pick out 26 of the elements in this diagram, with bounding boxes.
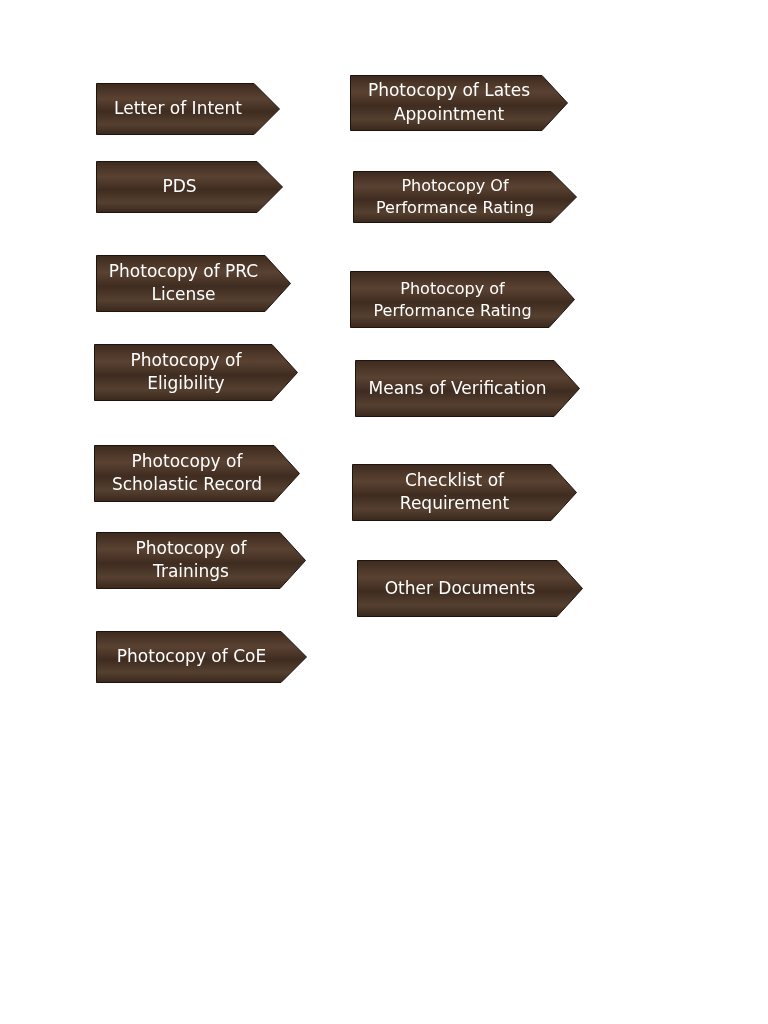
tag-text: Photocopy of PRC License xyxy=(107,259,260,307)
arrow-tag xyxy=(352,464,577,521)
arrow-tag xyxy=(350,75,568,131)
arrow-tag xyxy=(350,271,575,328)
arrow-tag xyxy=(96,532,306,589)
arrow-tag xyxy=(94,344,298,401)
arrow-tag xyxy=(353,171,577,223)
tag-text: Photocopy of CoE xyxy=(115,645,268,669)
arrow-tag xyxy=(96,83,280,135)
tag-text: Means of Verification xyxy=(367,376,548,400)
tag-text: Other Documents xyxy=(383,576,537,600)
arrow-tag xyxy=(357,560,583,617)
arrow-tag xyxy=(96,255,291,312)
tag-text: Photocopy of Eligibility xyxy=(129,348,243,396)
arrow-tag xyxy=(355,360,580,417)
tag-text: Photocopy of Lates Appointment xyxy=(366,79,532,126)
tag-text: Photocopy of Performance Rating xyxy=(372,277,533,322)
arrow-tag xyxy=(96,631,307,683)
tag-text: Letter of Intent xyxy=(113,97,243,121)
arrow-tag xyxy=(94,445,300,502)
tag-text: Photocopy Of Performance Rating xyxy=(374,174,536,219)
tag-text: Photocopy of Trainings xyxy=(134,536,248,584)
tag-text: PDS xyxy=(161,175,198,199)
arrow-tag xyxy=(96,161,283,213)
tag-text: Photocopy of Scholastic Record xyxy=(110,449,264,497)
tag-text: Checklist of Requirement xyxy=(398,468,511,516)
